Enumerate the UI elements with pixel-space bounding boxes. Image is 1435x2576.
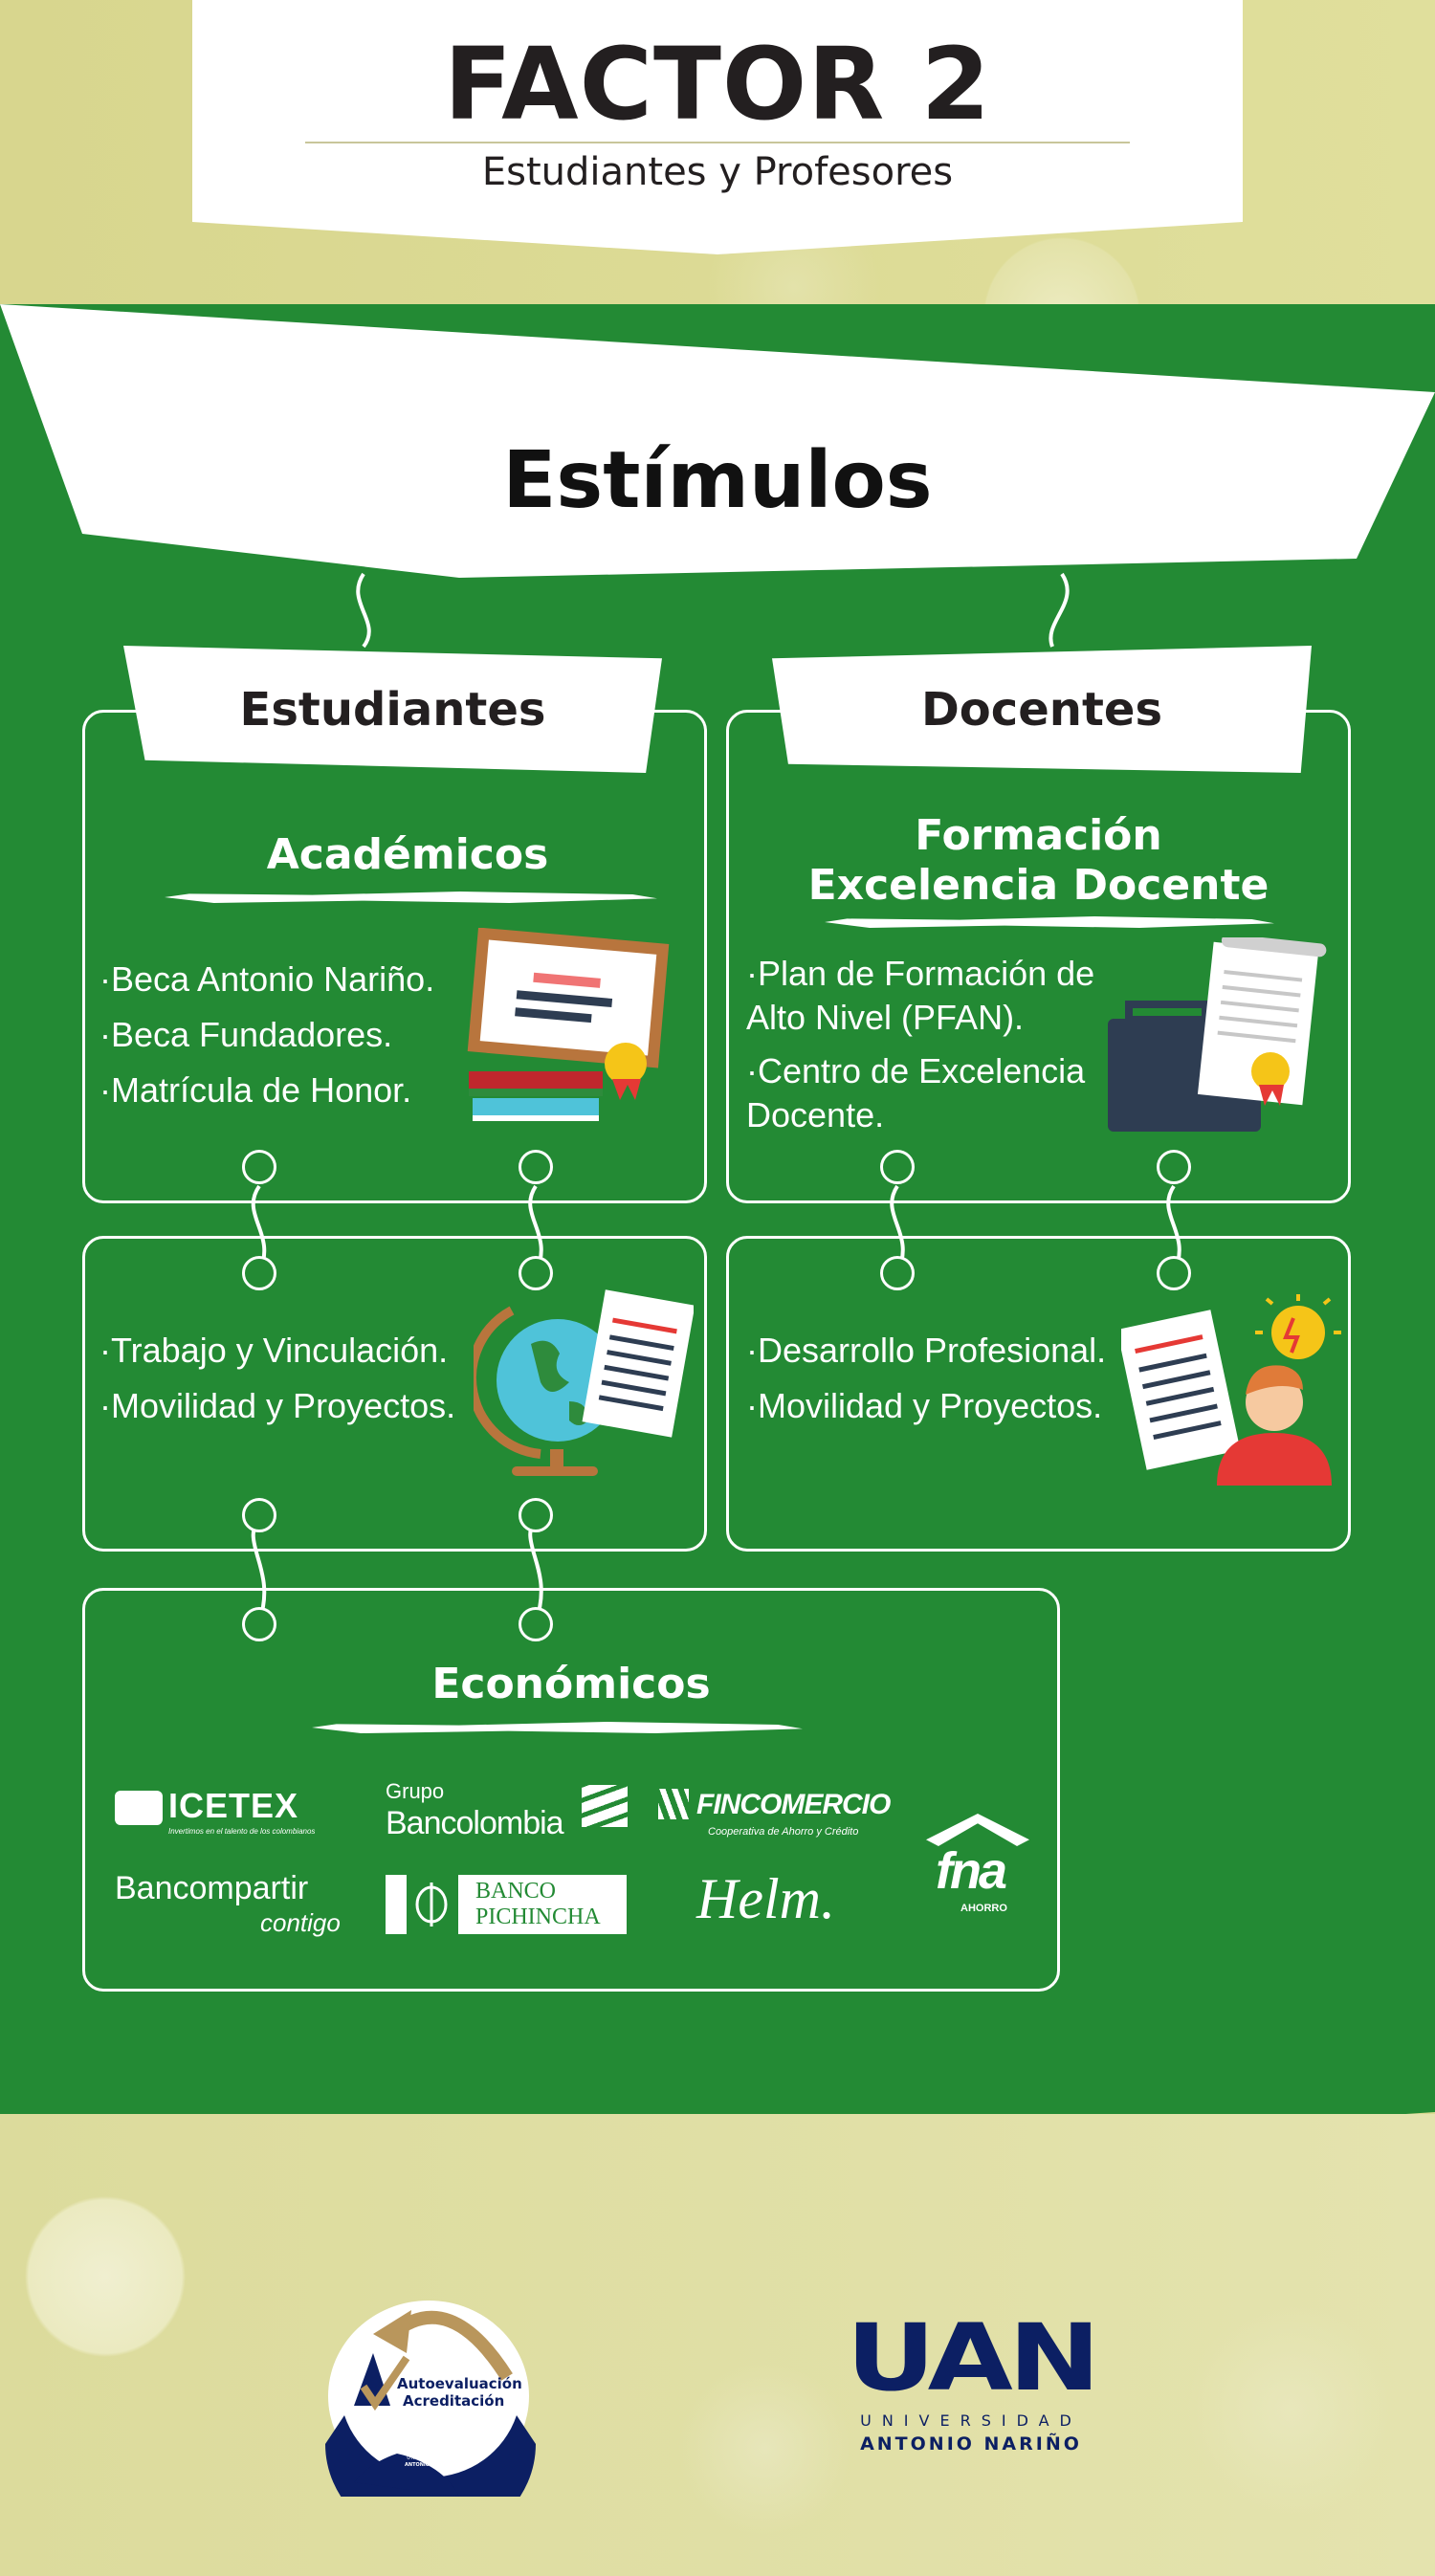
connector-node [880,1150,915,1184]
list-item: Alto Nivel (PFAN). [746,998,1025,1037]
connector-node [242,1150,276,1184]
formacion-title-line2: Excelencia Docente [807,861,1269,910]
list-item: ·Beca Fundadores. [99,1015,393,1054]
bottom-background [0,2114,1435,2576]
tab-estudiantes: Estudiantes [123,646,662,773]
header-divider [305,142,1130,143]
header-card: FACTOR 2 Estudiantes y Profesores [192,0,1243,254]
globe-icon [115,1791,163,1825]
connector-node [242,1256,276,1290]
formacion-title-line1: Formación [915,811,1162,860]
fna-logo: fna AHORRO [922,1814,1032,1919]
autoevaluacion-seal: Autoevaluación Acreditación UAN UNIVERSI… [316,2281,541,2497]
tab-docentes: Docentes [772,646,1312,773]
connector-node [880,1256,915,1290]
list-item: ·Plan de Formación de [746,954,1095,993]
globe-document-icon [474,1289,694,1476]
connector-node [519,1607,553,1641]
person-idea-icon [1121,1294,1341,1486]
connector-node [519,1498,553,1532]
docentes-otros-box [726,1236,1351,1552]
bancolombia-symbol [582,1785,628,1827]
list-item: ·Matrícula de Honor. [99,1070,412,1110]
whiteboard-books-icon [467,928,670,1121]
connector-node [519,1150,553,1184]
banco-pichincha-logo: BANCO PICHINCHA [386,1875,627,1934]
list-item: ·Desarrollo Profesional. [746,1331,1107,1370]
list-item: ·Movilidad y Proyectos. [99,1386,456,1425]
helm-logo: Helm. [696,1867,835,1930]
fincomercio-logo: FINCOMERCIO Cooperativa de Ahorro y Créd… [658,1785,907,1846]
list-item: ·Beca Antonio Nariño. [99,959,435,999]
economicos-title: Económicos [431,1660,711,1708]
icetex-logo: ICETEX Invertimos en el talento de los c… [115,1787,354,1844]
formacion-title: Formación Excelencia Docente [726,811,1351,911]
green-background [0,304,1435,2141]
fincomercio-symbol [658,1789,689,1819]
connector-node [1157,1150,1191,1184]
economicos-box [82,1588,1060,1992]
docentes-otros-list: ·Desarrollo Profesional. ·Movilidad y Pr… [746,1323,1106,1434]
academicos-title: Académicos [266,830,549,879]
seal-emblem [325,2301,536,2497]
connector-node [242,1498,276,1532]
page-title: FACTOR 2 [444,26,991,143]
list-item: ·Trabajo y Vinculación. [99,1331,449,1370]
section-title: Estímulos [502,435,933,526]
estimulos-banner [0,304,1435,578]
bancolombia-logo: Grupo Bancolombia [386,1779,634,1846]
formacion-list: ·Plan de Formación de Alto Nivel (PFAN).… [746,952,1094,1137]
connector-node [242,1607,276,1641]
bancompartir-logo: Bancompartir contigo [115,1870,341,1937]
list-item: Docente. [746,1095,885,1134]
uan-logo: UAN UNIVERSIDAD ANTONIO NARIÑO [846,2304,1100,2455]
list-item: ·Movilidad y Proyectos. [746,1386,1103,1425]
estudiantes-otros-box [82,1236,707,1552]
roof-icon [926,1814,1029,1846]
estudiantes-otros-list: ·Trabajo y Vinculación. ·Movilidad y Pro… [99,1323,455,1434]
academicos-list: ·Beca Antonio Nariño. ·Beca Fundadores. … [99,952,434,1118]
list-item: ·Centro de Excelencia [746,1051,1086,1090]
page-subtitle: Estudiantes y Profesores [481,150,954,194]
connector-node [1157,1256,1191,1290]
briefcase-diploma-icon [1108,937,1327,1132]
phi-icon [415,1882,448,1926]
connector-node [519,1256,553,1290]
